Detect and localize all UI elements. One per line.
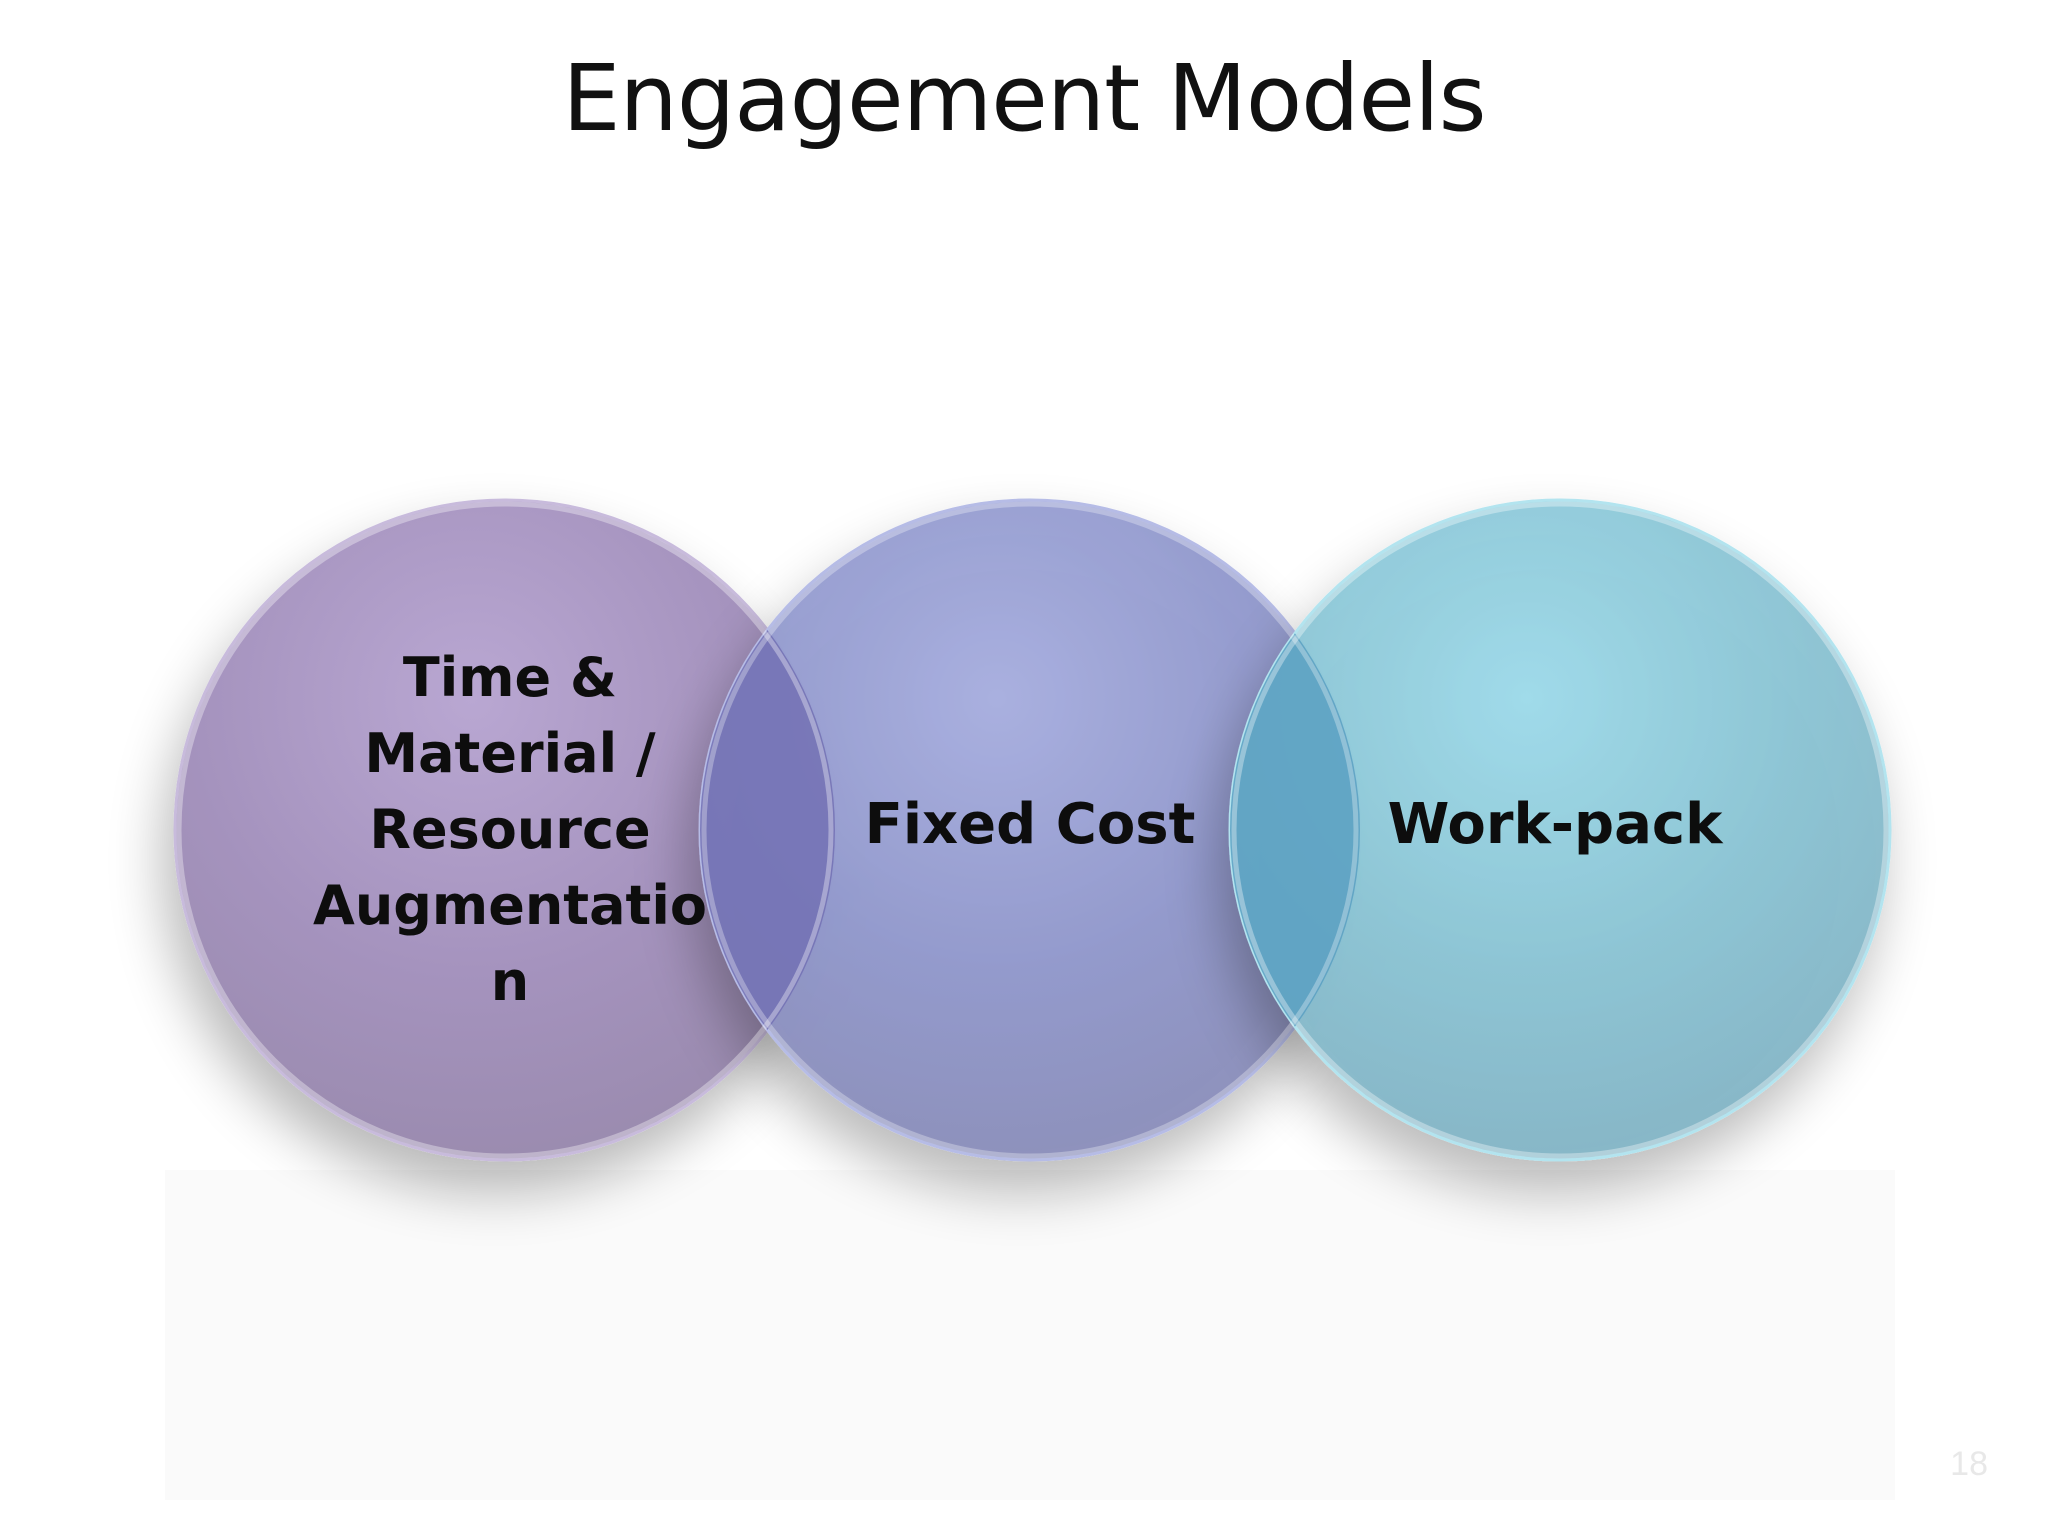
label-time-material: Time & Material / Resource Augmentatio n	[313, 646, 707, 1013]
floor-reflection	[165, 1170, 1895, 1500]
rim-highlight-2	[701, 501, 1359, 1159]
rim-highlight-3	[1231, 501, 1889, 1159]
label-work-pack: Work-pack	[1387, 792, 1723, 857]
slide-title: Engagement Models	[562, 45, 1486, 152]
rim-highlight-1	[176, 501, 834, 1159]
page-number: 18	[1950, 1445, 1988, 1483]
label-fixed-cost: Fixed Cost	[864, 792, 1196, 857]
